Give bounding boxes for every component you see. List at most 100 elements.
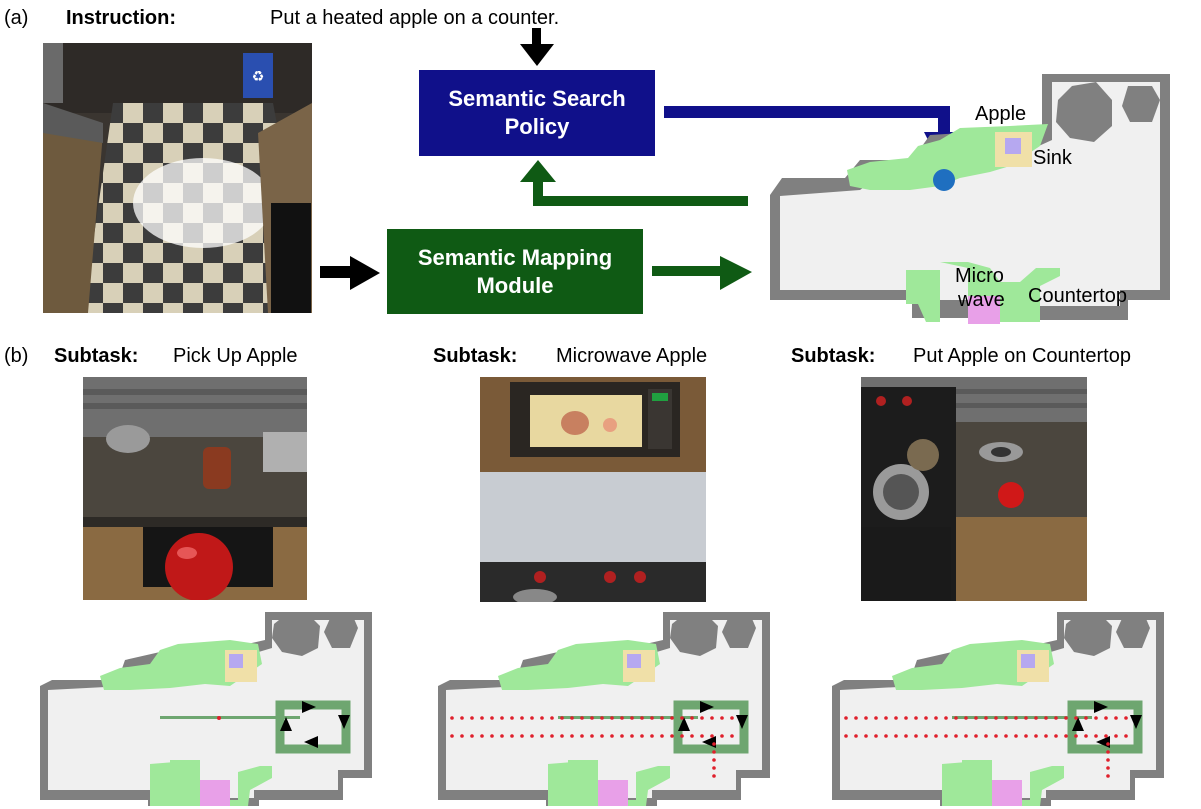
- path-dot: [620, 734, 624, 738]
- path-dot: [470, 716, 474, 720]
- path-dot: [710, 716, 714, 720]
- path-dot: [510, 734, 514, 738]
- egocentric-view-image: ♻: [43, 43, 312, 313]
- path-dot: [680, 716, 684, 720]
- path-dot: [610, 716, 614, 720]
- path-dot: [520, 734, 524, 738]
- path-dot: [450, 716, 454, 720]
- map-to-policy-arrow: [520, 160, 748, 206]
- path-dot: [944, 734, 948, 738]
- path-dot: [1044, 716, 1048, 720]
- path-dot: [712, 750, 716, 754]
- path-dot: [1084, 716, 1088, 720]
- path-dot: [854, 716, 858, 720]
- path-dot: [944, 716, 948, 720]
- path-dot: [630, 716, 634, 720]
- path-dot: [640, 716, 644, 720]
- path-dot: [540, 716, 544, 720]
- path-dot: [1106, 774, 1110, 778]
- path-dot: [610, 734, 614, 738]
- path-dot: [710, 734, 714, 738]
- path-dot: [984, 716, 988, 720]
- path-dot: [712, 774, 716, 778]
- path-dot: [1024, 716, 1028, 720]
- path-dot: [720, 734, 724, 738]
- path-dot: [670, 734, 674, 738]
- path-dot: [934, 734, 938, 738]
- path-dot: [1124, 734, 1128, 738]
- panel-a-label: (a): [4, 7, 29, 29]
- path-dot: [590, 716, 594, 720]
- path-dot: [1074, 734, 1078, 738]
- path-dot: [1094, 734, 1098, 738]
- path-dot: [730, 716, 734, 720]
- path-dot: [1074, 716, 1078, 720]
- path-dot: [700, 734, 704, 738]
- path-dot: [500, 734, 504, 738]
- path-dot: [864, 734, 868, 738]
- path-dot: [924, 716, 928, 720]
- path-dot: [874, 716, 878, 720]
- path-dot: [1114, 734, 1118, 738]
- path-dot: [620, 716, 624, 720]
- path-dot: [914, 716, 918, 720]
- subtask-label-3: Subtask:: [791, 345, 876, 367]
- path-dot: [1106, 750, 1110, 754]
- path-dot: [712, 766, 716, 770]
- mapping-to-map-arrow: [652, 256, 752, 290]
- path-dot: [884, 716, 888, 720]
- path-dot: [1004, 716, 1008, 720]
- path-dot: [1064, 716, 1068, 720]
- map-label-wave: wave: [958, 289, 1005, 311]
- path-dot: [964, 734, 968, 738]
- subtask-3-view-image: [861, 377, 1087, 601]
- policy-to-goal-arrow: [664, 106, 964, 172]
- path-dot: [1094, 716, 1098, 720]
- map-label-apple: Apple: [975, 103, 1027, 125]
- path-dot: [1014, 716, 1018, 720]
- path-dot: [1104, 716, 1108, 720]
- path-dot: [1054, 734, 1058, 738]
- map-label-micro: Micro: [955, 265, 1004, 287]
- path-dot: [460, 734, 464, 738]
- subtask-1-map: [40, 612, 372, 806]
- subtask-title-2: Microwave Apple: [556, 345, 708, 367]
- path-dot: [954, 734, 958, 738]
- path-dot: [690, 734, 694, 738]
- path-dot: [560, 716, 564, 720]
- path-dot: [974, 734, 978, 738]
- path-dot: [560, 734, 564, 738]
- path-dot: [1014, 734, 1018, 738]
- path-dot: [874, 734, 878, 738]
- path-dot: [1054, 716, 1058, 720]
- path-dot: [974, 716, 978, 720]
- path-dot: [650, 716, 654, 720]
- path-dot: [510, 716, 514, 720]
- path-dot: [964, 716, 968, 720]
- subtask-3-path-dots: [844, 716, 1128, 778]
- mapping-box-line1: Semantic Mapping: [417, 244, 613, 270]
- path-dot: [660, 716, 664, 720]
- subtask-2-view-image: [480, 377, 706, 602]
- path-dot: [590, 734, 594, 738]
- subtask-3-map: [832, 612, 1164, 806]
- policy-box-line2: Policy: [504, 114, 570, 139]
- path-dot: [500, 716, 504, 720]
- path-dot: [1034, 716, 1038, 720]
- path-dot: [894, 716, 898, 720]
- path-dot: [630, 734, 634, 738]
- panel-b-label: (b): [4, 345, 29, 367]
- subtask-2-map: [438, 612, 770, 806]
- path-dot: [1106, 766, 1110, 770]
- path-dot: [954, 716, 958, 720]
- map-label-sink: Sink: [1033, 147, 1072, 169]
- path-dot: [1044, 734, 1048, 738]
- path-dot: [1106, 758, 1110, 762]
- path-dot: [934, 716, 938, 720]
- path-dot: [600, 716, 604, 720]
- path-dot: [884, 734, 888, 738]
- path-dot: [640, 734, 644, 738]
- subtask-title-1: Pick Up Apple: [173, 345, 298, 367]
- subtask-label-2: Subtask:: [433, 345, 518, 367]
- path-dot: [720, 716, 724, 720]
